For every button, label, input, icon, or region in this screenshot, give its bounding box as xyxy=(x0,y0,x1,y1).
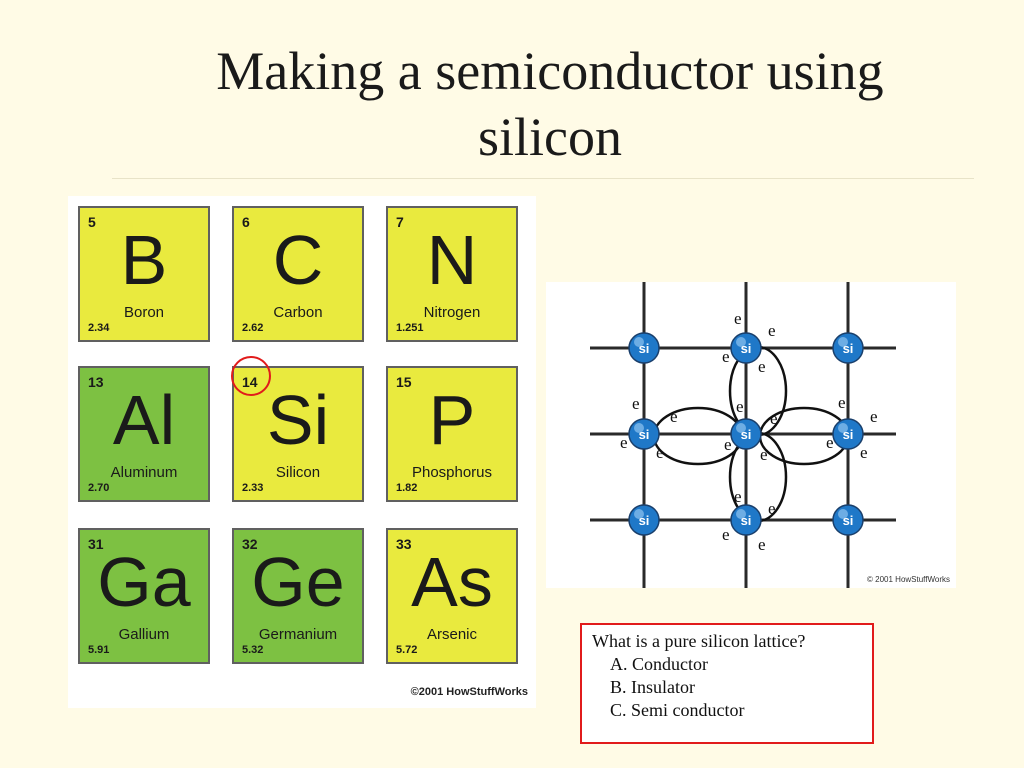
answer-option-c: C. Semi conductor xyxy=(610,700,745,720)
element-name: Gallium xyxy=(118,626,170,643)
silicon-atom-highlight xyxy=(634,337,644,347)
electron-label: e xyxy=(736,397,744,416)
electron-label: e xyxy=(838,393,846,412)
element-tile-carbon: 6 C Carbon 2.62 xyxy=(232,206,364,342)
element-mass: 2.33 xyxy=(242,482,264,494)
element-tile-nitrogen: 7 N Nitrogen 1.251 xyxy=(386,206,518,342)
atomic-number: 32 xyxy=(242,536,258,552)
answer-option-a: A. Conductor xyxy=(610,654,708,674)
periodic-table-credit: ©2001 HowStuffWorks xyxy=(410,686,528,698)
title-divider xyxy=(112,178,974,179)
element-name: Germanium xyxy=(258,626,338,643)
atomic-number: 13 xyxy=(88,374,104,390)
electron-label: e xyxy=(734,309,742,328)
element-tile-aluminum: 13 Al Aluminum 2.70 xyxy=(78,366,210,502)
silicon-highlight-circle xyxy=(231,356,271,396)
silicon-atom-highlight xyxy=(838,509,848,519)
atomic-number: 6 xyxy=(242,214,250,230)
silicon-atom-label: si xyxy=(741,341,752,356)
electron-label: e xyxy=(826,433,834,452)
silicon-atom-label: si xyxy=(843,427,854,442)
element-name: Carbon xyxy=(273,304,323,321)
element-name: Phosphorus xyxy=(411,464,493,481)
silicon-atom-highlight xyxy=(736,509,746,519)
silicon-atom-label: si xyxy=(741,513,752,528)
element-symbol: Ge xyxy=(251,543,345,621)
slide-title: Making a semiconductor using silicon xyxy=(120,38,980,170)
silicon-atom-label: si xyxy=(843,513,854,528)
silicon-atom-label: si xyxy=(639,513,650,528)
element-mass: 5.72 xyxy=(396,644,418,656)
element-tile-arsenic: 33 As Arsenic 5.72 xyxy=(386,528,518,664)
element-name: Boron xyxy=(123,304,165,321)
element-tile-boron: 5 B Boron 2.34 xyxy=(78,206,210,342)
atomic-number: 31 xyxy=(88,536,104,552)
silicon-atom-highlight xyxy=(634,423,644,433)
electron-label: e xyxy=(758,535,766,554)
electron-label: e xyxy=(870,407,878,426)
element-tile-phosphorus: 15 P Phosphorus 1.82 xyxy=(386,366,518,502)
element-symbol: Si xyxy=(266,381,330,459)
element-name: Aluminum xyxy=(110,464,178,481)
element-name: Silicon xyxy=(275,464,321,481)
element-symbol: As xyxy=(411,543,493,621)
element-mass: 2.62 xyxy=(242,322,264,334)
element-symbol: C xyxy=(272,221,324,299)
electron-label: e xyxy=(860,443,868,462)
electron-label: e xyxy=(722,525,730,544)
electron-label: e xyxy=(734,487,742,506)
element-symbol: P xyxy=(428,381,476,459)
electron-label: e xyxy=(620,433,628,452)
electron-label: e xyxy=(768,321,776,340)
electron-label: e xyxy=(722,347,730,366)
element-name: Arsenic xyxy=(426,626,478,643)
electron-label: e xyxy=(768,499,776,518)
element-symbol: Ga xyxy=(97,543,191,621)
question-box: What is a pure silicon lattice? A. Condu… xyxy=(580,623,874,744)
element-tile-gallium: 31 Ga Gallium 5.91 xyxy=(78,528,210,664)
element-name: Nitrogen xyxy=(423,304,481,321)
atomic-number: 15 xyxy=(396,374,412,390)
periodic-table-excerpt: 5 B Boron 2.34 6 C Carbon 2.62 7 N Nitro… xyxy=(68,196,536,708)
answer-option-b: B. Insulator xyxy=(610,677,695,697)
element-mass: 2.70 xyxy=(88,482,110,494)
element-mass: 2.34 xyxy=(88,322,110,334)
electron-label: e xyxy=(670,407,678,426)
silicon-atom-label: si xyxy=(843,341,854,356)
silicon-atom-highlight xyxy=(838,337,848,347)
slide-title-line-2: silicon xyxy=(478,107,622,167)
electron-label: e xyxy=(758,357,766,376)
element-mass: 1.82 xyxy=(396,482,418,494)
electron-label: e xyxy=(656,443,664,462)
element-mass: 5.91 xyxy=(88,644,110,656)
silicon-atom-label: si xyxy=(639,427,650,442)
atomic-number: 5 xyxy=(88,214,96,230)
electron-label: e xyxy=(760,445,768,464)
slide-title-line-1: Making a semiconductor using xyxy=(216,41,884,101)
element-symbol: Al xyxy=(112,381,176,459)
element-tile-germanium: 32 Ge Germanium 5.32 xyxy=(232,528,364,664)
silicon-atom-highlight xyxy=(634,509,644,519)
element-mass: 1.251 xyxy=(396,322,424,334)
silicon-atom-label: si xyxy=(639,341,650,356)
silicon-atom-highlight xyxy=(838,423,848,433)
electron-label: e xyxy=(724,435,732,454)
silicon-atom-highlight xyxy=(736,337,746,347)
atomic-number: 7 xyxy=(396,214,404,230)
element-tile-silicon: 14 Si Silicon 2.33 xyxy=(232,366,364,502)
silicon-atom-highlight xyxy=(736,423,746,433)
question-text: What is a pure silicon lattice? xyxy=(592,631,806,651)
element-symbol: B xyxy=(120,221,168,299)
atomic-number: 33 xyxy=(396,536,412,552)
electron-label: e xyxy=(770,409,778,428)
electron-label: e xyxy=(632,394,640,413)
element-mass: 5.32 xyxy=(242,644,264,656)
lattice-credit: © 2001 HowStuffWorks xyxy=(867,575,950,584)
element-symbol: N xyxy=(426,221,478,299)
silicon-atom-label: si xyxy=(741,427,752,442)
